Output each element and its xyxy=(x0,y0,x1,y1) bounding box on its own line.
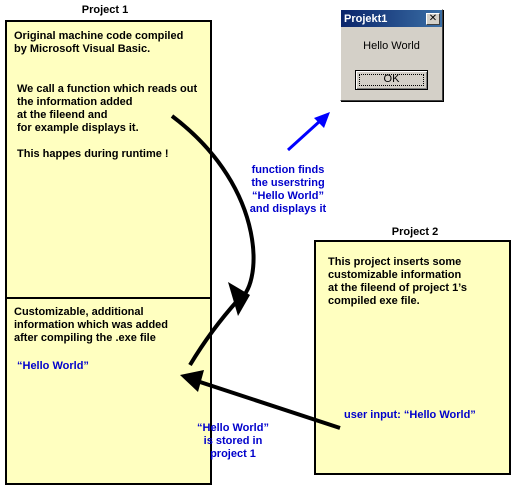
stored-note: “Hello World” is stored in project 1 xyxy=(197,422,269,460)
project1-divider xyxy=(5,297,212,299)
curved-arrow-head xyxy=(228,282,250,316)
blue-arrow-line xyxy=(286,119,322,152)
project2-box xyxy=(314,240,511,475)
blue-arrow-head xyxy=(314,112,330,128)
insert-arrow-line xyxy=(199,380,341,430)
project1-box xyxy=(5,20,212,485)
project1-top-text: Original machine code compiled by Micros… xyxy=(14,30,184,55)
ok-button[interactable]: OK xyxy=(355,70,428,90)
dialog-title: Projekt1 xyxy=(344,12,388,25)
project2-heading: Project 2 xyxy=(391,226,439,238)
curved-arrow-line xyxy=(170,114,256,367)
projekt1-dialog: Projekt1 ✕ Hello World OK xyxy=(340,9,443,101)
close-icon[interactable]: ✕ xyxy=(426,12,440,25)
dialog-titlebar: Projekt1 ✕ xyxy=(341,10,442,27)
insert-arrow-head xyxy=(180,370,204,392)
project1-mid-text: We call a function which reads out the i… xyxy=(17,83,198,160)
ok-button-label: OK xyxy=(383,73,400,85)
project1-bottom-text: Customizable, additional information whi… xyxy=(14,306,169,344)
ok-focus-rect xyxy=(359,74,424,86)
project1-hello-world: “Hello World” xyxy=(17,360,89,372)
project2-text: This project inserts some customizable i… xyxy=(328,256,467,307)
project2-user-input: user input: “Hello World” xyxy=(344,409,476,421)
dialog-message: Hello World xyxy=(363,40,420,52)
function-note: function finds the userstring “Hello Wor… xyxy=(249,164,327,215)
project1-heading: Project 1 xyxy=(81,4,129,16)
